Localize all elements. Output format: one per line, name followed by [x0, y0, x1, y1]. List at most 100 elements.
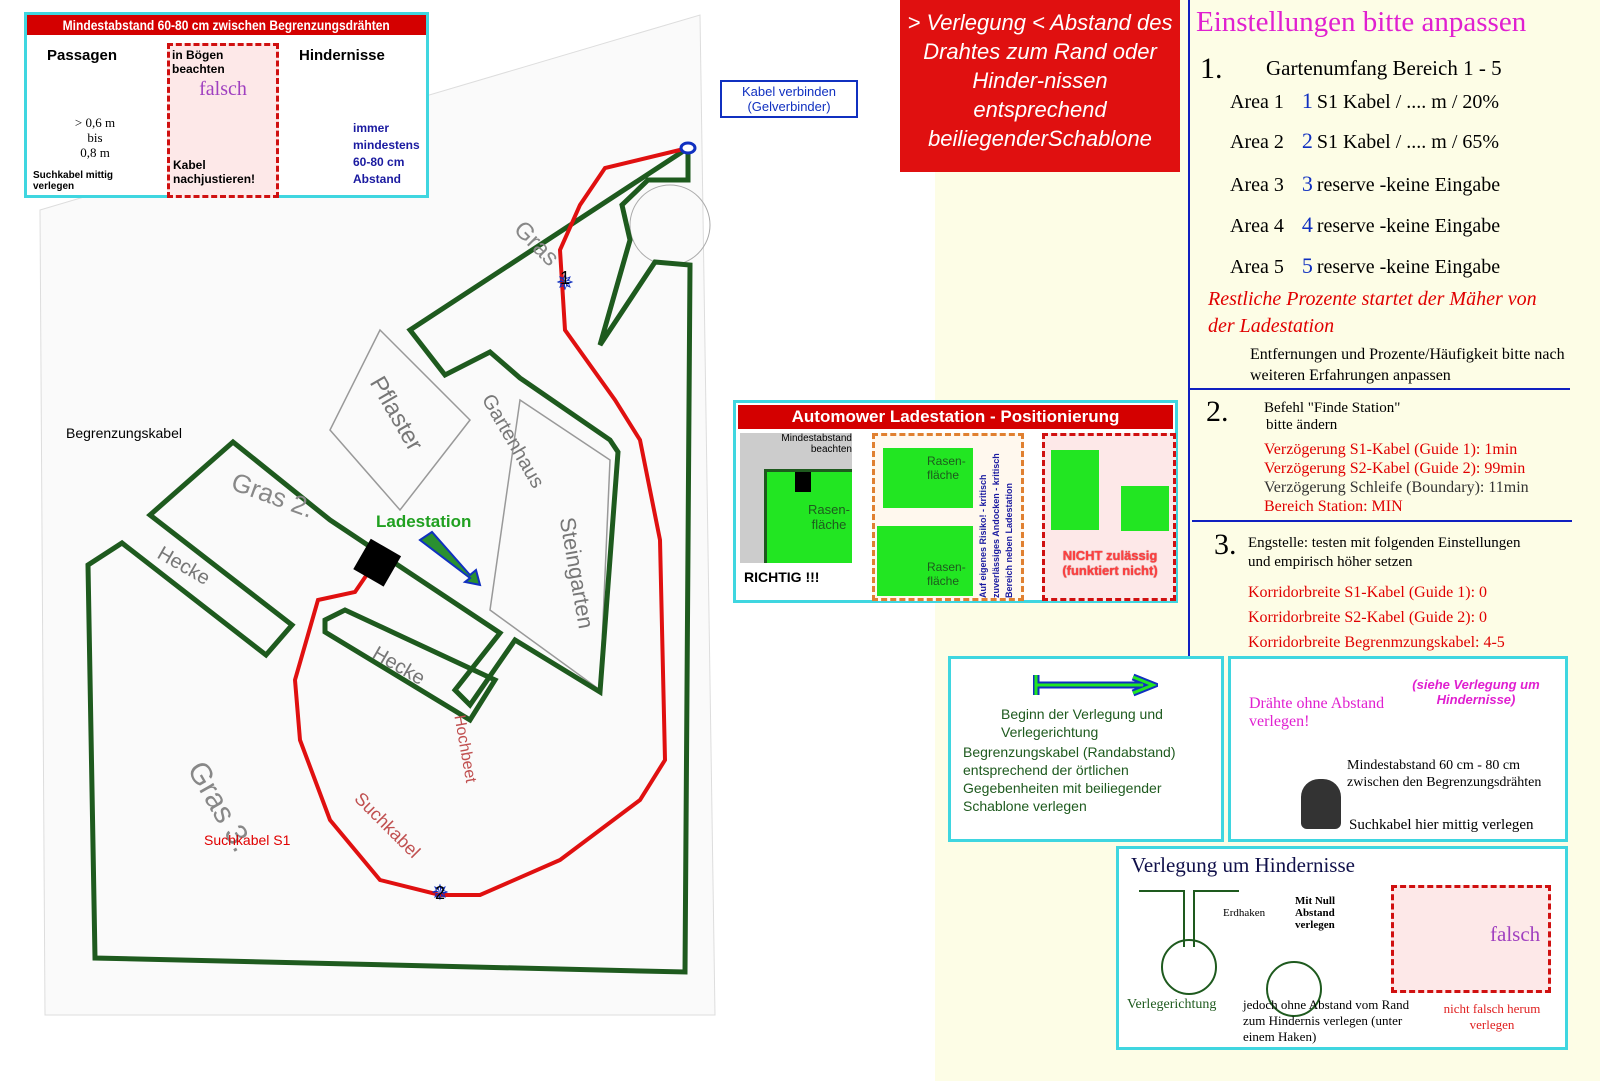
station-icon — [795, 472, 811, 492]
nicht-label: NICHT zulässig (funktiert nicht) — [1062, 548, 1158, 578]
boundary-island-hedge — [322, 607, 499, 724]
ladestation-panel: Automower Ladestation - Positionierung M… — [733, 400, 1178, 603]
nicht-box: NICHT zulässig (funktiert nicht) — [1042, 433, 1176, 601]
star-icon: 1 — [1301, 88, 1313, 113]
beginn-box: Beginn der Verlegung und Verlegerichtung… — [948, 656, 1224, 842]
beginn-line1: Beginn der Verlegung und Verlegerichtung — [1001, 706, 1163, 740]
jedoch-note: jedoch ohne Abstand vom Rand zum Hindern… — [1243, 997, 1410, 1044]
guide-wire-s1 — [292, 146, 689, 897]
star-marker-2: ✵ — [431, 880, 449, 905]
section-3-number: 3. — [1214, 528, 1237, 561]
rasen-label: Rasen-fläche — [808, 502, 850, 532]
rasen-label: Rasen-fläche — [927, 454, 966, 482]
star-icon: 3 — [1301, 171, 1313, 196]
settings-title: Einstellungen bitte anpassen — [1196, 6, 1527, 38]
lawn-area — [1121, 486, 1169, 531]
divider — [1192, 520, 1572, 522]
section-2-heading: Befehl "Finde Station" — [1264, 400, 1401, 416]
sketch-paving — [329, 328, 471, 512]
lawn-area: Rasen-fläche — [764, 469, 852, 563]
min-abstand-label: Mindestabstand beachten — [781, 433, 852, 455]
star-marker-1: ✵ — [556, 270, 574, 295]
richtig-diagram: Mindestabstand beachten Rasen-fläche — [740, 433, 852, 563]
falsch-box: falsch — [1391, 885, 1551, 993]
draehte-note: Drähte ohne Abstand verlegen! — [1249, 695, 1385, 730]
start-direction-arrow-icon — [418, 530, 482, 587]
charging-station-icon — [353, 538, 402, 587]
passagen-distance: > 0,6 m bis 0,8 m — [55, 115, 135, 160]
draehte-box: Drähte ohne Abstand verlegen! (siehe Ver… — [1228, 656, 1568, 842]
distance-max: 0,8 m — [80, 145, 110, 160]
delay-s1: Verzögerung S1-Kabel (Guide 1): 1min — [1264, 441, 1518, 458]
hindernisse-box: Verlegung um Hindernisse Verlegerichtung… — [1116, 846, 1568, 1050]
section-3-lines: Korridorbreite S1-Kabel (Guide 1): 0 Kor… — [1248, 580, 1505, 655]
hindernisse-note: immer mindestens 60-80 cm Abstand — [353, 121, 420, 186]
hindernisse-heading: Hindernisse — [299, 47, 385, 64]
mindestabstand-title: Mindestabstand 60-80 cm zwischen Begrenz… — [62, 17, 391, 33]
loop-diagram-icon — [1139, 890, 1239, 995]
section-3-heading: Engstelle: testen mit folgenden Einstell… — [1248, 535, 1521, 551]
falsch-label: falsch — [1490, 922, 1541, 946]
hindernisse-title: Verlegung um Hindernisse — [1131, 853, 1355, 877]
lawn-area — [1051, 450, 1099, 530]
mower-icon — [1301, 779, 1341, 829]
section-1-heading: Gartenumfang Bereich 1 - 5 — [1266, 56, 1502, 80]
marker-1-label: 1 — [560, 268, 571, 288]
passagen-heading: Passagen — [47, 47, 118, 64]
direction-arrow-icon — [1033, 673, 1158, 697]
ladestation-label: Ladestation — [376, 512, 472, 531]
beginn-line2: Begrenzungskabel (Randabstand) entsprech… — [963, 744, 1176, 814]
section-2-number: 2. — [1206, 395, 1229, 428]
star-icon: 5 — [1301, 253, 1313, 278]
verlegung-box: > Verlegung < Abstand des Drahtes zum Ra… — [900, 0, 1180, 172]
erdhaken-label: Erdhaken — [1223, 907, 1266, 919]
mindestabstand-title-bar: Mindestabstand 60-80 cm zwischen Begrenz… — [27, 15, 426, 35]
rest-note: Restliche Prozente startet der Mäher von… — [1208, 288, 1537, 337]
rasen-label: Rasen-fläche — [927, 560, 966, 588]
korridor-s1: Korridorbreite S1-Kabel (Guide 1): 0 — [1248, 584, 1488, 601]
passagen-note: Suchkabel mittig verlegen — [33, 170, 114, 192]
mindestabstand-panel: Mindestabstand 60-80 cm zwischen Begrenz… — [24, 12, 429, 198]
distance-bis: bis — [87, 130, 103, 145]
garden-map: ✵ ✵ — [39, 14, 716, 1016]
boundary-wire — [85, 143, 693, 975]
delay-s2: Verzögerung S2-Kabel (Guide 2): 99min — [1264, 460, 1526, 477]
begrenzungskabel-label: Begrenzungskabel — [66, 425, 182, 441]
verlegerichtung-label: Verlegerichtung — [1127, 997, 1217, 1012]
boegen-heading: in Bögen beachten — [172, 48, 225, 76]
ladestation-title: Automower Ladestation - Positionierung — [738, 405, 1173, 429]
min-abstand-note: Mindestabstand 60 cm - 80 cm zwischen de… — [1347, 758, 1542, 790]
paper-sketch-outline — [39, 14, 716, 1016]
section-2-lines: Verzögerung S1-Kabel (Guide 1): 1min Ver… — [1264, 440, 1529, 516]
star-icon: 2 — [1301, 128, 1313, 153]
section-2-sub: bitte ändern — [1266, 417, 1338, 433]
bereich-station: Bereich Station: MIN — [1264, 498, 1403, 515]
obstacle-circle-icon — [1266, 961, 1322, 1017]
section-1-note: Entfernungen und Prozente/Häufigkeit bit… — [1250, 346, 1565, 384]
korridor-s2: Korridorbreite S2-Kabel (Guide 2): 0 — [1248, 609, 1488, 626]
distance-min: > 0,6 m — [74, 115, 116, 130]
richtig-label: RICHTIG !!! — [744, 569, 820, 585]
delay-boundary: Verzögerung Schleife (Boundary): 11min — [1264, 479, 1529, 496]
kabel-verbinden-callout: Kabel verbinden (Gelverbinder) — [720, 80, 858, 118]
boegen-wrong: falsch — [199, 78, 247, 100]
suchkabel-note: Suchkabel hier mittig verlegen — [1349, 817, 1534, 833]
marker-2-label: 2 — [435, 883, 446, 903]
connector-icon — [679, 141, 697, 155]
divider — [1190, 388, 1570, 390]
lawn-area: Rasen-fläche — [877, 526, 973, 596]
lawn-area: Rasen-fläche — [883, 448, 973, 508]
star-icon: 4 — [1301, 212, 1313, 237]
section-1-number: 1. — [1200, 52, 1223, 85]
boegen-note: Kabel nachjustieren! — [173, 158, 256, 186]
risk-box: Rasen-fläche Rasen-fläche Auf eigenes Ri… — [872, 433, 1024, 601]
korridor-boundary: Korridorbreite Begrenmzungskabel: 4-5 — [1248, 634, 1505, 651]
risk-note: Auf eigenes Risiko! - kritisch zuverläss… — [978, 453, 1014, 598]
null-abstand-label: Mit Null Abstand verlegen — [1295, 895, 1336, 931]
boegen-box: in Bögen beachten falsch Kabel nachjusti… — [167, 43, 279, 198]
section-3-sub: und empirisch höher setzen — [1248, 554, 1413, 570]
